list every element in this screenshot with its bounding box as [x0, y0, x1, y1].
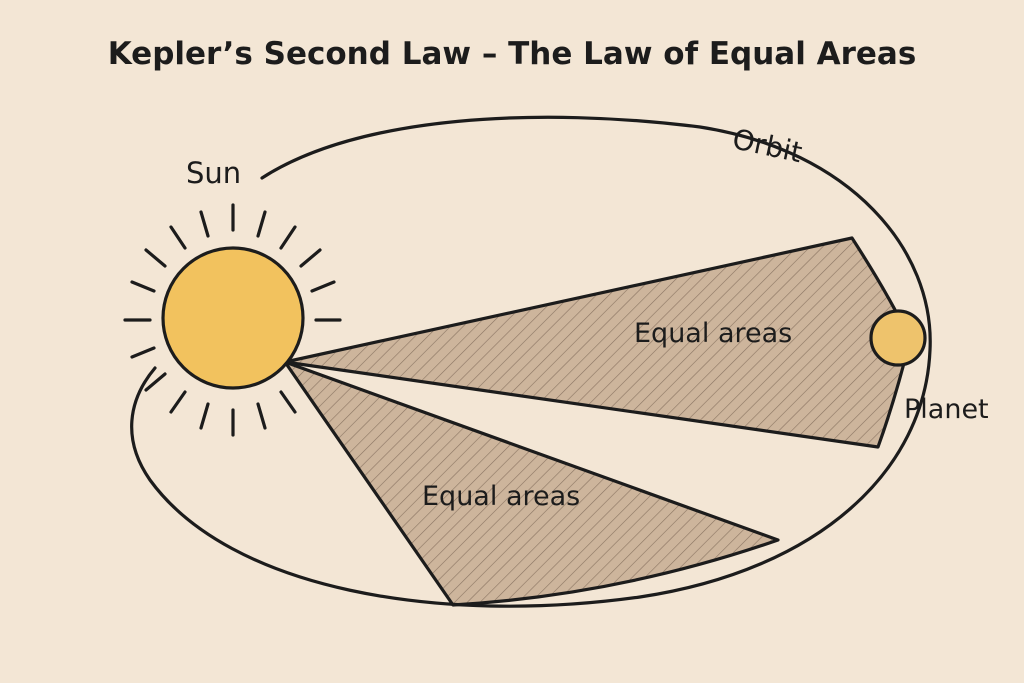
planet-label: Planet: [904, 394, 989, 425]
sun-rays: [123, 203, 342, 437]
swept-area-lower: [283, 360, 780, 607]
sun-icon: [161, 246, 305, 390]
equal-area-label-lower: Equal areas: [422, 481, 581, 512]
planet-icon: [869, 309, 927, 367]
orbit-path: [130, 115, 932, 608]
equal-area-label-upper: Equal areas: [634, 318, 793, 349]
sun-label: Sun: [186, 156, 242, 190]
diagram-title: Kepler’s Second Law – The Law of Equal A…: [107, 36, 917, 72]
